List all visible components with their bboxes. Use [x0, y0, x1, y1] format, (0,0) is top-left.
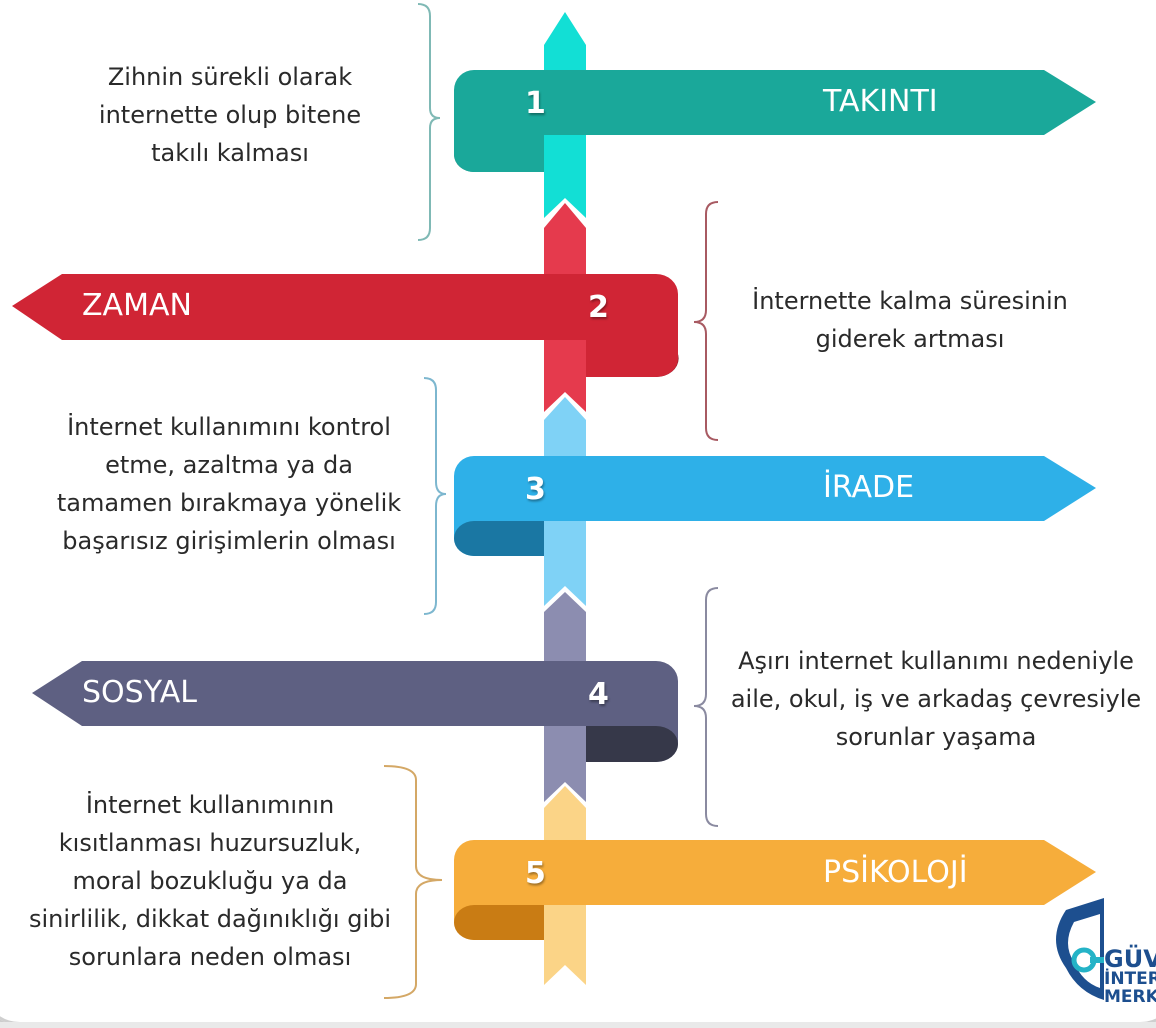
item-3-desc-line: İnternet kullanımını kontrol — [67, 413, 391, 441]
item-5-desc-line: sinirlilik, dikkat dağınıklığı gibi — [28, 905, 392, 933]
item-5-desc-line: sorunlara neden olması — [68, 943, 352, 971]
item-1-number: 1 — [525, 86, 546, 121]
stem-band-5 — [544, 905, 586, 940]
ribbon-4-fold — [586, 726, 678, 762]
item-2-number: 2 — [588, 290, 609, 325]
bracket-2 — [693, 201, 719, 441]
logo-line-2: İNTER — [1104, 969, 1156, 989]
item-4-title: SOSYAL — [82, 675, 197, 710]
item-5-desc-line: İnternet kullanımının — [85, 791, 335, 819]
item-3-desc-line: tamamen bırakmaya yönelik — [56, 489, 402, 517]
item-3-title: İRADE — [823, 470, 915, 505]
stem-band-1 — [544, 135, 586, 172]
ribbon-5-fold — [454, 905, 544, 940]
stem-band-3 — [544, 521, 586, 556]
item-5-number: 5 — [525, 856, 546, 891]
ribbon-2-arrow — [12, 274, 678, 377]
item-3-desc-line: etme, azaltma ya da — [105, 451, 353, 479]
ribbon-5-arrow — [454, 840, 1096, 940]
item-4-description: Aşırı internet kullanımı nedeniyle aile,… — [716, 642, 1156, 756]
bracket-5 — [383, 765, 443, 999]
item-1-desc-line: Zihnin sürekli olarak — [107, 63, 353, 91]
item-3-desc-line: başarısız girişimlerin olması — [62, 527, 396, 555]
item-2-desc-line: İnternette kalma süresinin — [752, 287, 1068, 315]
logo-shield — [1056, 898, 1104, 1000]
logo-line-3: MERK — [1104, 987, 1156, 1007]
item-1-title: TAKINTI — [823, 84, 938, 119]
ribbon-4-arrow — [32, 661, 678, 762]
item-5-title: PSİKOLOJİ — [823, 855, 968, 890]
item-4-desc-line: aile, okul, iş ve arkadaş çevresiyle — [730, 685, 1142, 713]
bottom-band — [0, 1022, 1156, 1028]
item-2-description: İnternette kalma süresinin giderek artma… — [730, 282, 1090, 358]
item-5-description: İnternet kullanımının kısıtlanması huzur… — [10, 786, 410, 976]
item-2-desc-line: giderek artması — [815, 325, 1005, 353]
logo-text: GÜVE İNTER MERK — [1104, 945, 1156, 1007]
ribbon-1-arrow — [454, 70, 1096, 173]
logo-line-1: GÜVE — [1104, 945, 1156, 973]
item-5-desc-line: kısıtlanması huzursuzluk, — [58, 829, 362, 857]
item-4-desc-line: Aşırı internet kullanımı nedeniyle — [738, 647, 1134, 675]
ribbon-3-fold — [454, 521, 544, 556]
item-2-title: ZAMAN — [82, 288, 192, 323]
item-5-desc-line: moral bozukluğu ya da — [72, 867, 348, 895]
bracket-1 — [417, 3, 441, 241]
item-1-desc-line: takılı kalması — [151, 139, 309, 167]
item-1-desc-line: internette olup bitene — [98, 101, 362, 129]
ribbon-3-arrow — [454, 456, 1096, 556]
item-3-number: 3 — [525, 472, 546, 507]
bracket-3 — [423, 377, 447, 615]
item-1-description: Zihnin sürekli olarak internette olup bi… — [60, 58, 400, 172]
bracket-4 — [693, 587, 719, 827]
item-4-number: 4 — [588, 677, 609, 712]
item-4-desc-line: sorunlar yaşama — [835, 723, 1037, 751]
item-3-description: İnternet kullanımını kontrol etme, azalt… — [24, 408, 434, 560]
